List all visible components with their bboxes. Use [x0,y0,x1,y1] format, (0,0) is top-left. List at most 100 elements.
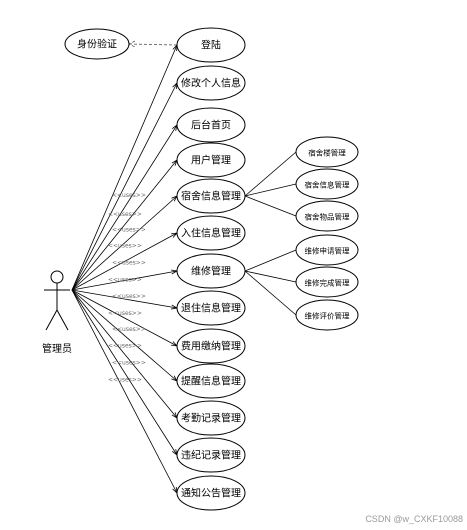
association-line [71,289,178,494]
use-case-0-label: 登陆 [201,39,221,52]
dorm-extension-line [244,151,297,197]
use-case-7-shape [176,290,246,326]
repair-sub-use-case-2-shape [295,299,359,331]
dorm-sub-use-case-0-label: 宿舍楼管理 [308,148,346,158]
use-case-7[interactable]: 退住信息管理 [176,290,246,326]
use-case-12[interactable]: 通知公告管理 [176,475,246,511]
association-arrowhead [171,449,178,456]
uses-stereotype: <<uses>> [108,211,142,218]
repair-sub-use-case-0[interactable]: 维修申请管理 [295,234,359,266]
use-case-auth-label: 身份验证 [77,38,117,51]
use-case-8-shape [176,328,246,364]
use-case-2-shape [176,107,246,143]
actor-admin: 管理员 [42,270,72,355]
uses-stereotype: <<uses>> [112,227,146,234]
use-case-10[interactable]: 考勤记录管理 [176,400,246,436]
dorm-sub-use-case-1-shape [295,168,359,200]
association-line [71,44,178,291]
use-case-5[interactable]: 入住信息管理 [176,215,246,251]
include-dependency-line [128,43,178,46]
uses-stereotype: <<uses>> [112,259,146,266]
repair-sub-use-case-0-label: 维修申请管理 [305,246,350,256]
association-arrowhead [171,232,179,238]
use-case-11[interactable]: 违纪记录管理 [176,437,246,473]
association-line [71,289,178,456]
repair-extension-line [244,270,297,283]
dorm-sub-use-case-2-shape [295,200,359,232]
use-case-2-label: 后台首页 [191,119,231,132]
use-case-8[interactable]: 费用缴纳管理 [176,328,246,364]
use-case-8-label: 费用缴纳管理 [181,340,241,353]
repair-sub-use-case-2-label: 维修评价管理 [305,311,350,321]
uses-stereotype: <<uses>> [108,276,142,283]
association-line [71,270,178,291]
use-case-3[interactable]: 用户管理 [176,142,246,178]
dorm-sub-use-case-1[interactable]: 宿舍信息管理 [295,168,359,200]
association-line [71,289,178,382]
uses-stereotype: <<uses>> [112,326,146,333]
repair-sub-use-case-1[interactable]: 维修完成管理 [295,266,359,298]
use-case-10-shape [176,400,246,436]
association-arrowhead [171,124,178,131]
use-case-auth[interactable]: 身份验证 [64,28,130,60]
use-case-1[interactable]: 修改个人信息 [176,65,246,101]
association-arrowhead [171,341,179,347]
use-case-12-label: 通知公告管理 [181,487,241,500]
use-case-10-label: 考勤记录管理 [181,412,241,425]
uses-stereotype: <<uses>> [108,310,142,317]
repair-sub-use-case-1-label: 维修完成管理 [305,278,350,288]
use-case-9-label: 提醒信息管理 [181,375,241,388]
use-case-3-label: 用户管理 [191,154,231,167]
association-line [71,289,178,347]
use-case-12-shape [176,475,246,511]
use-case-11-shape [176,437,246,473]
use-case-9[interactable]: 提醒信息管理 [176,363,246,399]
association-line [71,232,178,291]
dorm-sub-use-case-0-shape [295,136,359,168]
association-line [71,195,178,291]
use-case-11-label: 违纪记录管理 [181,449,241,462]
association-line [71,82,178,291]
dorm-sub-use-case-0[interactable]: 宿舍楼管理 [295,136,359,168]
actor-left-leg [45,309,58,331]
use-case-1-label: 修改个人信息 [181,77,241,90]
use-case-4-label: 宿舍信息管理 [181,190,241,203]
uses-stereotype: <<uses>> [112,359,146,366]
dorm-sub-use-case-2[interactable]: 宿舍物品管理 [295,200,359,232]
use-case-6[interactable]: 维修管理 [176,253,246,289]
use-case-9-shape [176,363,246,399]
use-case-0[interactable]: 登陆 [176,27,246,63]
repair-extension-line [244,270,297,316]
use-case-3-shape [176,142,246,178]
uses-stereotype: <<uses>> [108,376,142,383]
uses-stereotype: <<uses>> [108,243,142,250]
use-case-5-label: 入住信息管理 [181,227,241,240]
use-case-4-shape [176,178,246,214]
dorm-sub-use-case-2-label: 宿舍物品管理 [305,212,350,222]
repair-sub-use-case-0-shape [295,234,359,266]
dorm-extension-line [244,195,297,217]
actor-label: 管理员 [42,342,72,355]
use-case-0-shape [176,27,246,63]
use-case-1-shape [176,65,246,101]
repair-sub-use-case-2[interactable]: 维修评价管理 [295,299,359,331]
association-line [71,159,178,291]
repair-extension-line [244,249,297,272]
dorm-sub-use-case-1-label: 宿舍信息管理 [305,180,350,190]
use-case-5-shape [176,215,246,251]
repair-sub-use-case-1-shape [295,266,359,298]
use-case-6-shape [176,253,246,289]
association-line [71,289,178,419]
uses-stereotype: <<uses>> [112,293,146,300]
dorm-extension-line [244,183,297,197]
use-case-auth-shape [64,28,130,60]
uses-stereotype: <<uses>> [108,343,142,350]
actor-right-leg [56,309,69,331]
use-case-2[interactable]: 后台首页 [176,107,246,143]
watermark: CSDN @w_CXKF10088 [365,514,463,524]
use-case-4[interactable]: 宿舍信息管理 [176,178,246,214]
uses-stereotype: <<uses>> [112,192,146,199]
actor-head [50,270,64,284]
association-line [71,124,178,291]
